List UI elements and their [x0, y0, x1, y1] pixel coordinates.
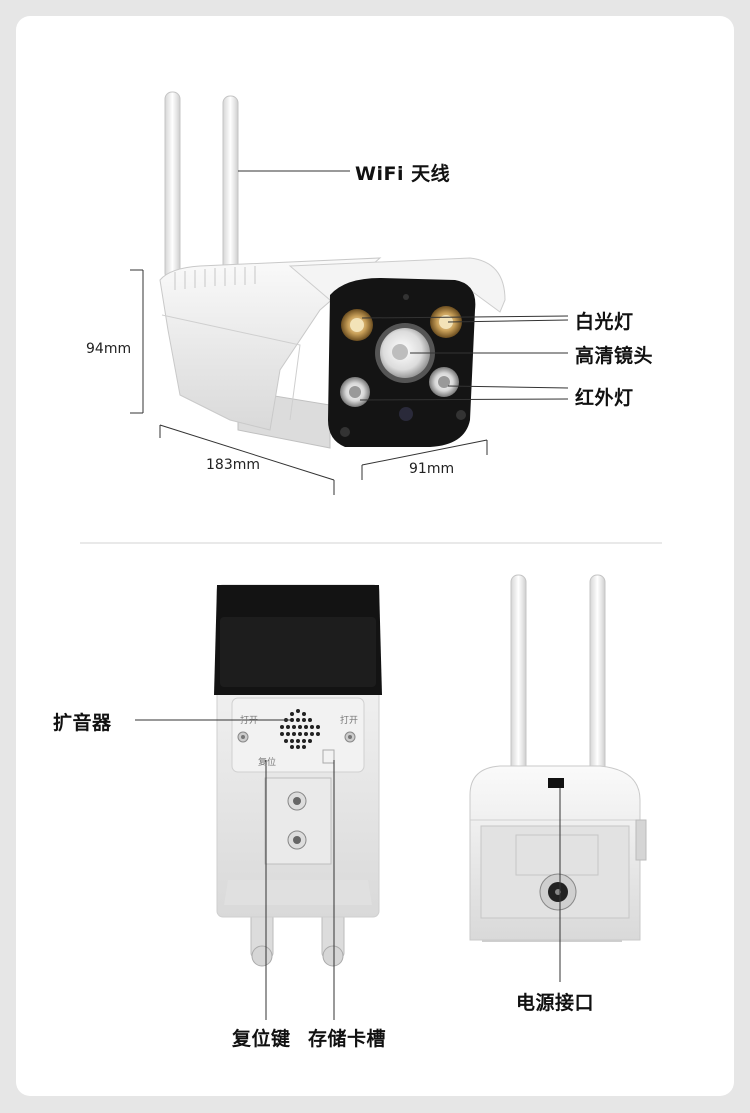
white-light-label: 白光灯 [575, 311, 634, 333]
length-dimension: 183mm [206, 457, 260, 473]
infrared-light-icon [340, 367, 459, 407]
height-dimension: 94mm [86, 341, 132, 357]
leader-lines-bottom [135, 719, 561, 1020]
speaker-label: 扩音器 [53, 712, 112, 734]
hd-lens-icon [375, 323, 435, 383]
open-left-text: 打开 [240, 716, 259, 726]
speaker-icon [280, 709, 320, 749]
power-port-icon [539, 873, 577, 911]
side-camera [469, 574, 647, 942]
white-light-icon [341, 306, 462, 341]
storage-slot-label: 存储卡槽 [308, 1028, 387, 1050]
leader-lines-top [130, 170, 569, 495]
infrared-light-label: 红外灯 [575, 387, 634, 409]
wifi-antenna-label: WiFi 天线 [355, 163, 451, 185]
back-camera [214, 584, 382, 967]
wifi-antenna-icon [164, 91, 239, 281]
width-dimension: 91mm [409, 461, 455, 477]
front-camera [159, 91, 506, 449]
power-port-label: 电源接口 [516, 992, 595, 1014]
reset-small-text: 复位 [258, 758, 277, 768]
hd-lens-label: 高清镜头 [575, 345, 654, 367]
reset-button-label: 复位键 [232, 1028, 291, 1050]
open-right-text: 打开 [340, 716, 359, 726]
